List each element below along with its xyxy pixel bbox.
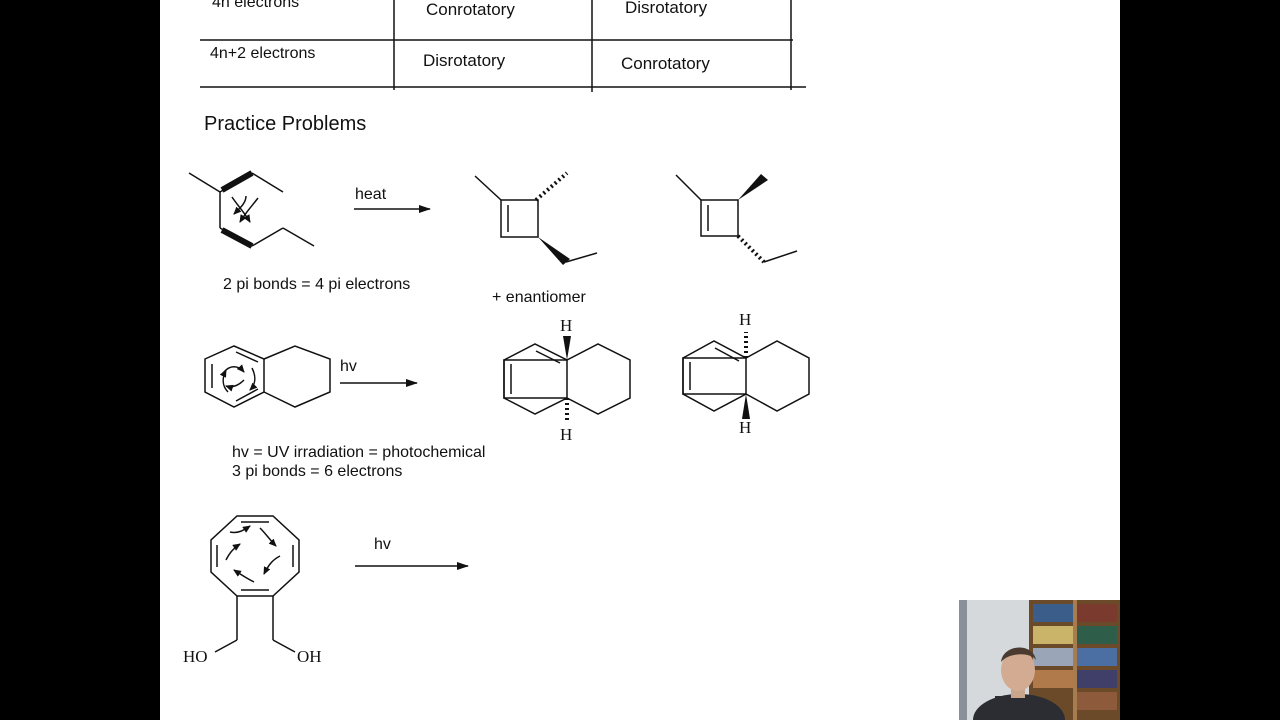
- rules-table-grid: [200, 0, 806, 92]
- h-label-2-bottom: H: [739, 418, 752, 437]
- h-label-1-top: H: [560, 316, 573, 335]
- problem2-note-line2: 3 pi bonds = 6 electrons: [232, 463, 403, 480]
- decalin-product-2: [682, 332, 810, 419]
- presenter-webcam: [959, 600, 1120, 720]
- hydroxyl-label-left: HO: [183, 647, 208, 666]
- cyclobutene-product-1: [474, 171, 598, 265]
- table-row2-label: 4n+2 electrons: [210, 45, 316, 62]
- slide-drawing: [188, 0, 810, 653]
- problem1-reactant: [188, 170, 315, 249]
- table-row1-thermal: Conrotatory: [426, 0, 515, 19]
- h-label-1-bottom: H: [560, 425, 573, 444]
- table-row1-photochemical: Disrotatory: [625, 0, 708, 17]
- lecture-slide: 4n electrons Conrotatory Disrotatory 4n+…: [160, 0, 1120, 720]
- section-title: Practice Problems: [204, 113, 367, 135]
- problem3-reactant: [210, 515, 300, 653]
- problem2-note-line1: hv = UV irradiation = photochemical: [232, 444, 486, 461]
- problem1-condition: heat: [355, 186, 387, 203]
- cyclobutene-product-2: [675, 174, 798, 264]
- problem1-note: 2 pi bonds = 4 pi electrons: [223, 276, 411, 293]
- decalin-product-1: [503, 336, 631, 422]
- problem2-condition: hv: [340, 358, 357, 375]
- hydroxyl-label-right: OH: [297, 647, 322, 666]
- problem3-condition: hv: [374, 536, 391, 553]
- problem1-product-note: + enantiomer: [492, 289, 586, 306]
- h-label-2-top: H: [739, 310, 752, 329]
- table-row2-thermal: Disrotatory: [423, 51, 506, 70]
- webcam-image: [959, 600, 1120, 720]
- problem2-reactant: [204, 345, 331, 408]
- table-row1-label: 4n electrons: [212, 0, 300, 11]
- table-row2-photochemical: Conrotatory: [621, 54, 710, 73]
